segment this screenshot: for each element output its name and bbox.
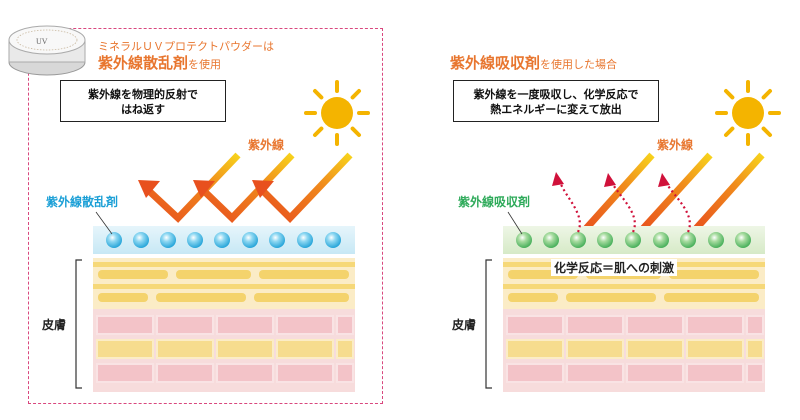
svg-text:UV: UV [36, 37, 48, 46]
left-uv-rays [138, 152, 353, 224]
right-headline-main: 紫外線吸収剤 [450, 54, 541, 72]
right-note-line-2: 熱エネルギーに変えて放出 [490, 103, 622, 116]
left-agent-label: 紫外線散乱剤 [46, 195, 119, 209]
left-skin-label: 皮膚 [42, 318, 67, 332]
right-skin-label: 皮膚 [452, 318, 477, 332]
powder-jar-icon: UV [8, 25, 86, 76]
left-note-line-2: はね返す [121, 103, 165, 116]
left-headline-main: 紫外線散乱剤 [98, 54, 189, 72]
right-headline-suffix: を使用した場合 [540, 58, 618, 71]
left-note-box: 紫外線を物理的反射で はね返す [60, 80, 226, 122]
sun-icon [715, 80, 781, 146]
heat-arrowheads [552, 172, 670, 187]
left-note-line-1: 紫外線を物理的反射で [88, 88, 198, 101]
heat-release-arrows [558, 181, 691, 233]
right-note-box: 紫外線を一度吸収し、化学反応で 熱エネルギーに変えて放出 [453, 80, 659, 122]
right-uv-label: 紫外線 [657, 138, 694, 152]
right-note-line-1: 紫外線を一度吸収し、化学反応で [473, 88, 639, 101]
left-agent-pointer [95, 211, 113, 235]
left-headline: 紫外線散乱剤を使用 [98, 52, 221, 73]
left-skin-layers [93, 258, 355, 392]
right-headline: 紫外線吸収剤を使用した場合 [450, 52, 617, 73]
right-skin-layers [503, 258, 765, 392]
left-panel-frame [28, 28, 383, 404]
left-scatter-beads [106, 232, 341, 248]
right-skin-bracket [485, 259, 492, 389]
chemical-reaction-label: 化学反応＝肌への刺激 [551, 259, 678, 276]
left-skin-bracket [75, 259, 82, 389]
left-uv-label: 紫外線 [248, 138, 285, 152]
left-product-name: ミネラルＵＶプロテクトパウダーは [98, 40, 274, 53]
right-agent-pointer [507, 211, 523, 235]
right-absorb-beads [516, 232, 751, 248]
sun-icon [304, 80, 370, 146]
right-agent-label: 紫外線吸収剤 [458, 195, 531, 209]
right-uv-rays [580, 152, 765, 235]
left-headline-suffix: を使用 [188, 58, 222, 71]
